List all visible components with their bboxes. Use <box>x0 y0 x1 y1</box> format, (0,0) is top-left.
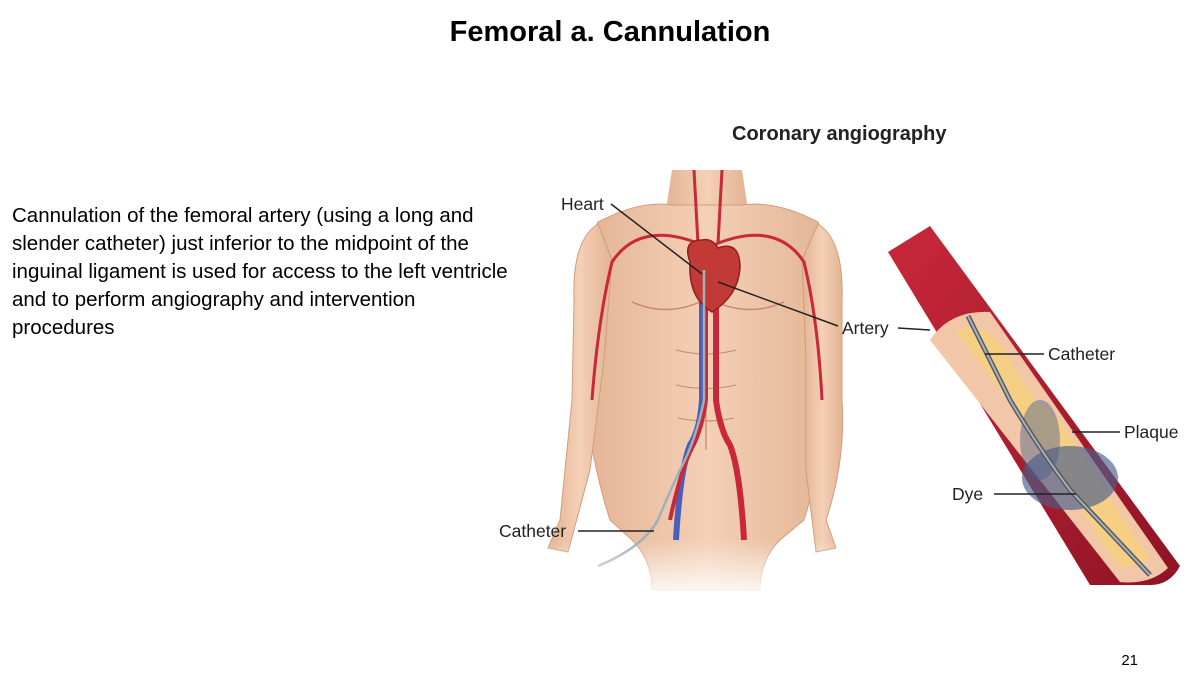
label-heart: Heart <box>561 194 604 214</box>
label-plaque: Plaque <box>1124 422 1179 442</box>
label-catheter-inset: Catheter <box>1048 344 1116 364</box>
torso-figure <box>540 169 860 600</box>
artery-inset <box>888 226 1180 585</box>
page-number: 21 <box>1121 652 1138 669</box>
body-text: Cannulation of the femoral artery (using… <box>12 204 508 339</box>
label-artery: Artery <box>842 318 889 338</box>
figure-title: Coronary angiography <box>732 123 947 145</box>
slide-title: Femoral a. Cannulation <box>449 16 771 48</box>
label-dye: Dye <box>952 484 984 504</box>
label-catheter-body: Catheter <box>499 521 567 541</box>
leader-lines <box>578 203 1120 532</box>
